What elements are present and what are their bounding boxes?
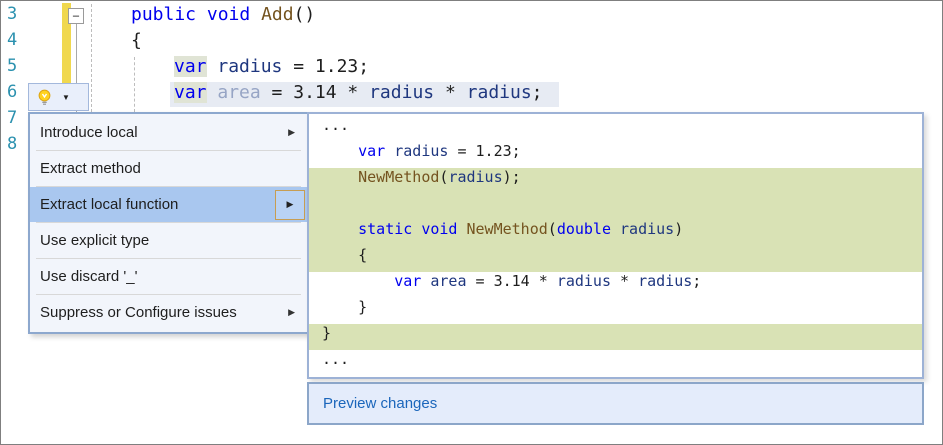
code-line[interactable]: {	[131, 30, 142, 51]
submenu-expand-button[interactable]: ▶	[275, 189, 305, 220]
preview-code-line: var radius = 1.23;	[358, 142, 521, 160]
preview-code-line-added: NewMethod(radius);	[309, 168, 922, 194]
indent-guide	[91, 4, 92, 112]
submenu-arrow-icon: ▶	[288, 307, 295, 317]
chevron-down-icon[interactable]: ▼	[62, 92, 70, 102]
menu-item-label: Use discard '_'	[40, 268, 138, 285]
line-number: 4	[7, 30, 18, 50]
preview-code-line-added: static void NewMethod(double radius)	[309, 220, 922, 246]
menu-item-use-discard[interactable]: Use discard '_'	[30, 259, 307, 294]
preview-code-line: ...	[322, 350, 350, 368]
lightbulb-icon	[38, 89, 51, 105]
quick-actions-menu: Introduce local ▶ Extract method Extract…	[28, 112, 309, 334]
menu-item-extract-method[interactable]: Extract method	[30, 151, 307, 186]
line-number: 5	[7, 56, 18, 76]
indent-guide	[134, 57, 135, 112]
code-line[interactable]: public void Add()	[131, 4, 316, 25]
quick-actions-button[interactable]: ▼	[28, 83, 89, 111]
preview-code-line-added: }	[309, 324, 922, 350]
menu-item-use-explicit-type[interactable]: Use explicit type	[30, 223, 307, 258]
menu-separator	[36, 258, 301, 259]
menu-separator	[36, 294, 301, 295]
selected-line-highlight	[170, 82, 559, 107]
line-number: 6	[7, 82, 18, 102]
code-line[interactable]: var area = 3.14 * radius * radius;	[174, 82, 543, 103]
outline-line	[76, 23, 77, 112]
preview-code-line: ...	[322, 116, 350, 134]
menu-item-label: Extract method	[40, 160, 141, 177]
refactor-preview-popup: ... var radius = 1.23; NewMethod(radius)…	[307, 112, 924, 379]
menu-item-suppress-or-configure[interactable]: Suppress or Configure issues ▶	[30, 295, 307, 330]
preview-changes-bar: Preview changes	[307, 382, 924, 425]
preview-code-line: var area = 3.14 * radius * radius;	[394, 272, 702, 290]
code-line[interactable]: var radius = 1.23;	[174, 56, 370, 77]
menu-separator	[36, 186, 301, 187]
line-number: 3	[7, 4, 18, 24]
line-number: 8	[7, 134, 18, 154]
menu-item-label: Use explicit type	[40, 232, 150, 249]
submenu-arrow-icon: ▶	[288, 127, 295, 137]
menu-separator	[36, 222, 301, 223]
line-number: 7	[7, 108, 18, 128]
preview-code-line-added	[309, 194, 922, 220]
menu-item-introduce-local[interactable]: Introduce local ▶	[30, 115, 307, 150]
submenu-arrow-icon: ▶	[286, 199, 294, 209]
menu-item-label: Introduce local	[40, 124, 138, 141]
menu-item-label: Suppress or Configure issues	[40, 304, 237, 321]
collapse-toggle[interactable]: −	[68, 8, 84, 24]
menu-item-label: Extract local function	[40, 196, 179, 213]
preview-code-line-added: {	[309, 246, 922, 272]
menu-item-extract-local-function[interactable]: Extract local function ▶	[30, 187, 307, 222]
preview-code-line: }	[322, 298, 368, 316]
menu-separator	[36, 150, 301, 151]
change-tracking-bar	[62, 3, 71, 83]
preview-changes-link[interactable]: Preview changes	[323, 395, 438, 412]
